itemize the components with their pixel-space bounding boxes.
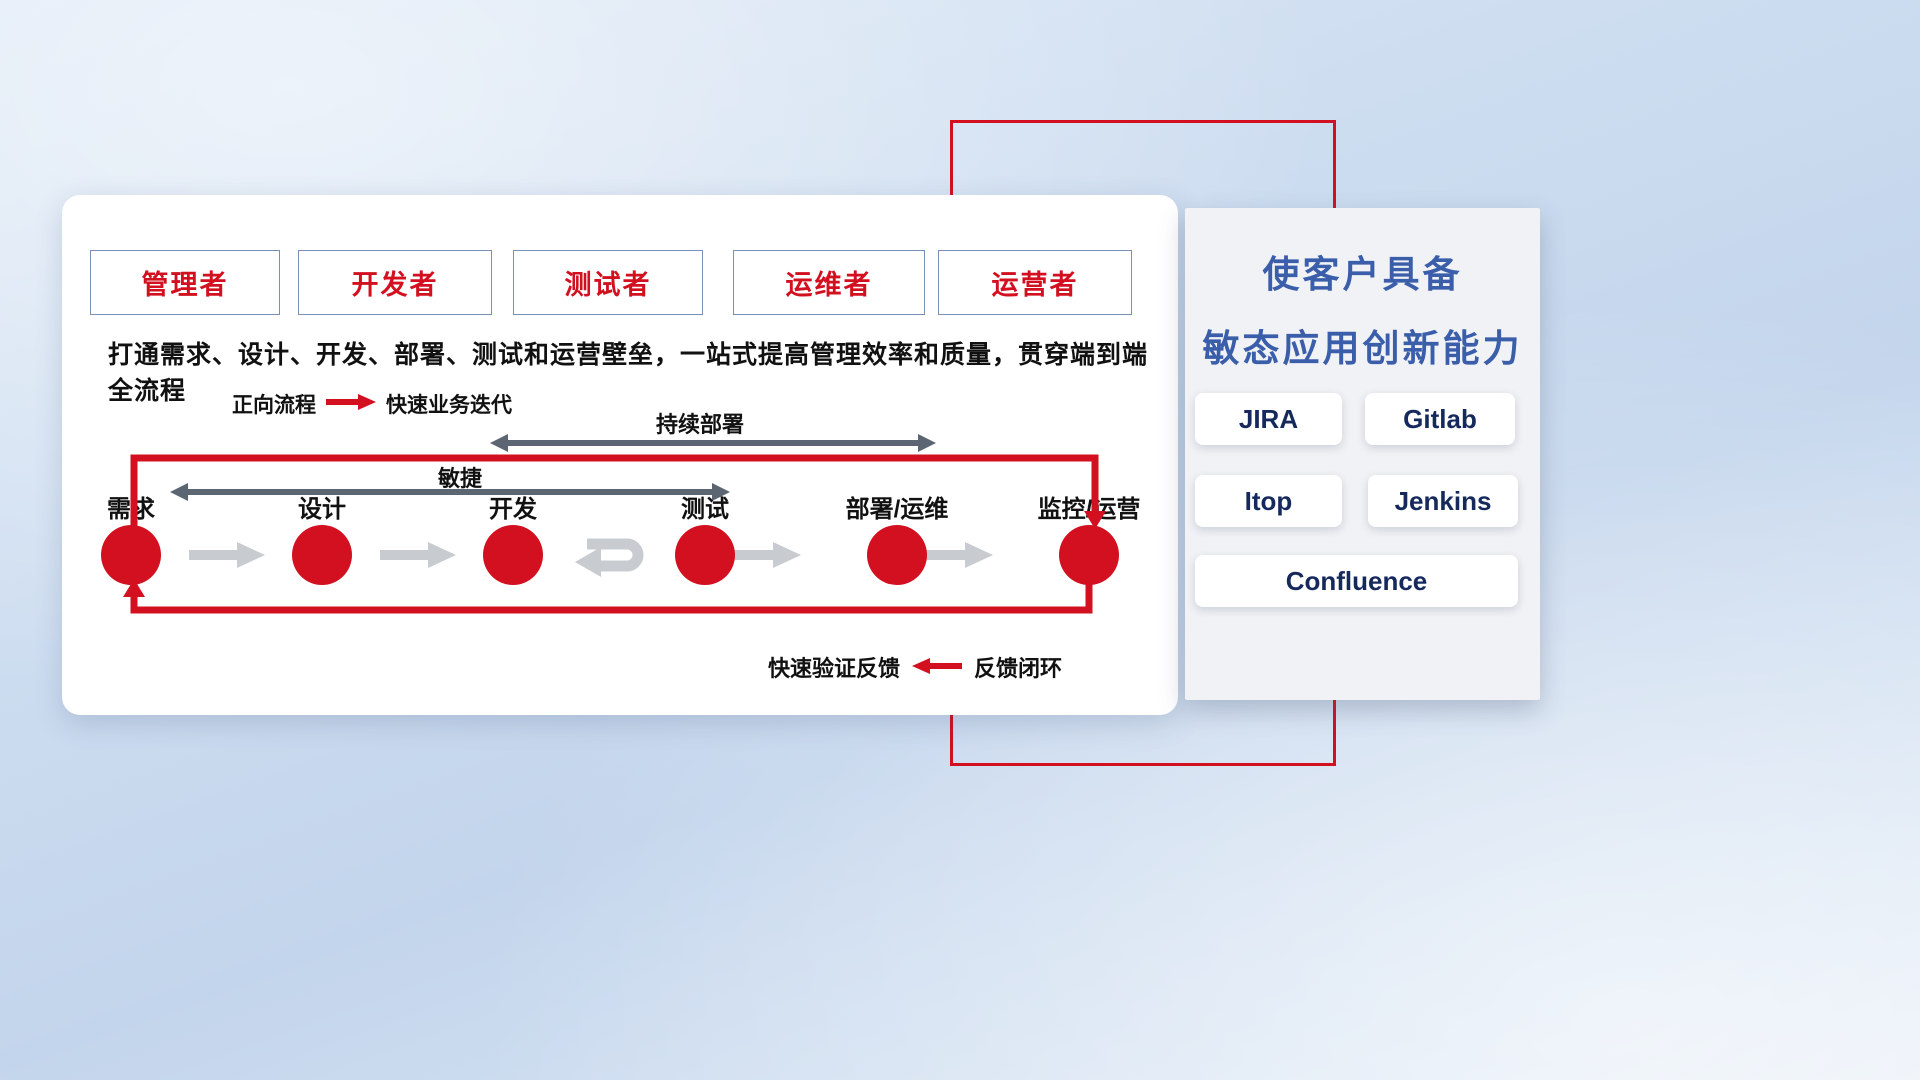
stage-label-test: 测试	[681, 496, 729, 523]
stage-label-requirement: 需求	[107, 496, 155, 523]
stage-dot-monitor-ops	[1059, 525, 1119, 585]
tools-panel: 使客户具备 敏态应用创新能力 JIRA Gitlab Itop Jenkins …	[1185, 208, 1540, 700]
stage-label-develop: 开发	[489, 496, 537, 523]
legend-feedback: 快速验证反馈 反馈闭环	[768, 651, 1062, 683]
flow-arrow-icon	[725, 542, 801, 573]
role-label: 测试者	[564, 270, 652, 300]
legend-forward-label: 正向流程	[232, 394, 316, 417]
tool-button-itop: Itop	[1195, 475, 1342, 527]
devops-flow-card: 管理者 开发者 测试者 运维者 运营者 打通需求、设计、开发、部署、测试和运营壁…	[62, 195, 1178, 715]
role-label: 管理者	[141, 270, 229, 300]
role-label: 开发者	[351, 270, 439, 300]
stage-dot-requirement	[101, 525, 161, 585]
role-label: 运维者	[785, 270, 873, 300]
tool-button-jira: JIRA	[1195, 393, 1342, 445]
tool-button-jenkins: Jenkins	[1368, 475, 1518, 527]
role-label: 运营者	[991, 270, 1079, 300]
legend-forward-text: 快速业务迭代	[386, 394, 512, 417]
forward-arrow-icon	[326, 392, 376, 416]
role-box-operator: 运营者	[938, 250, 1132, 315]
panel-title-line1: 使客户具备	[1262, 254, 1463, 295]
flow-arrow-icon	[917, 542, 993, 573]
cd-range-arrow-icon	[490, 434, 936, 452]
panel-title-line2: 敏态应用创新能力	[1202, 328, 1523, 369]
legend-feedback-text: 反馈闭环	[974, 656, 1063, 681]
role-box-manager: 管理者	[90, 250, 280, 315]
stage-label-design: 设计	[298, 496, 346, 523]
role-box-developer: 开发者	[298, 250, 492, 315]
legend-feedback-label: 快速验证反馈	[768, 656, 901, 681]
flow-arrow-icon	[380, 542, 456, 573]
tool-button-confluence: Confluence	[1195, 555, 1518, 607]
feedback-arrow-icon	[912, 654, 963, 680]
uturn-loop-icon	[567, 531, 651, 584]
role-box-tester: 测试者	[513, 250, 703, 315]
role-box-ops: 运维者	[733, 250, 925, 315]
stage-dot-develop	[483, 525, 543, 585]
continuous-deploy-label: 持续部署	[655, 412, 744, 437]
tool-button-gitlab: Gitlab	[1365, 393, 1515, 445]
stage-dot-deploy-ops	[867, 525, 927, 585]
flow-arrow-icon	[189, 542, 265, 573]
stage-label-monitor-ops: 监控/运营	[1037, 496, 1141, 523]
stage-label-deploy-ops: 部署/运维	[845, 496, 949, 523]
stage-dot-design	[292, 525, 352, 585]
legend-forward: 正向流程 快速业务迭代	[232, 389, 512, 419]
stage-dot-test	[675, 525, 735, 585]
card-description: 打通需求、设计、开发、部署、测试和运营壁垒，一站式提高管理效率和质量，贯穿端到端…	[108, 341, 1149, 405]
